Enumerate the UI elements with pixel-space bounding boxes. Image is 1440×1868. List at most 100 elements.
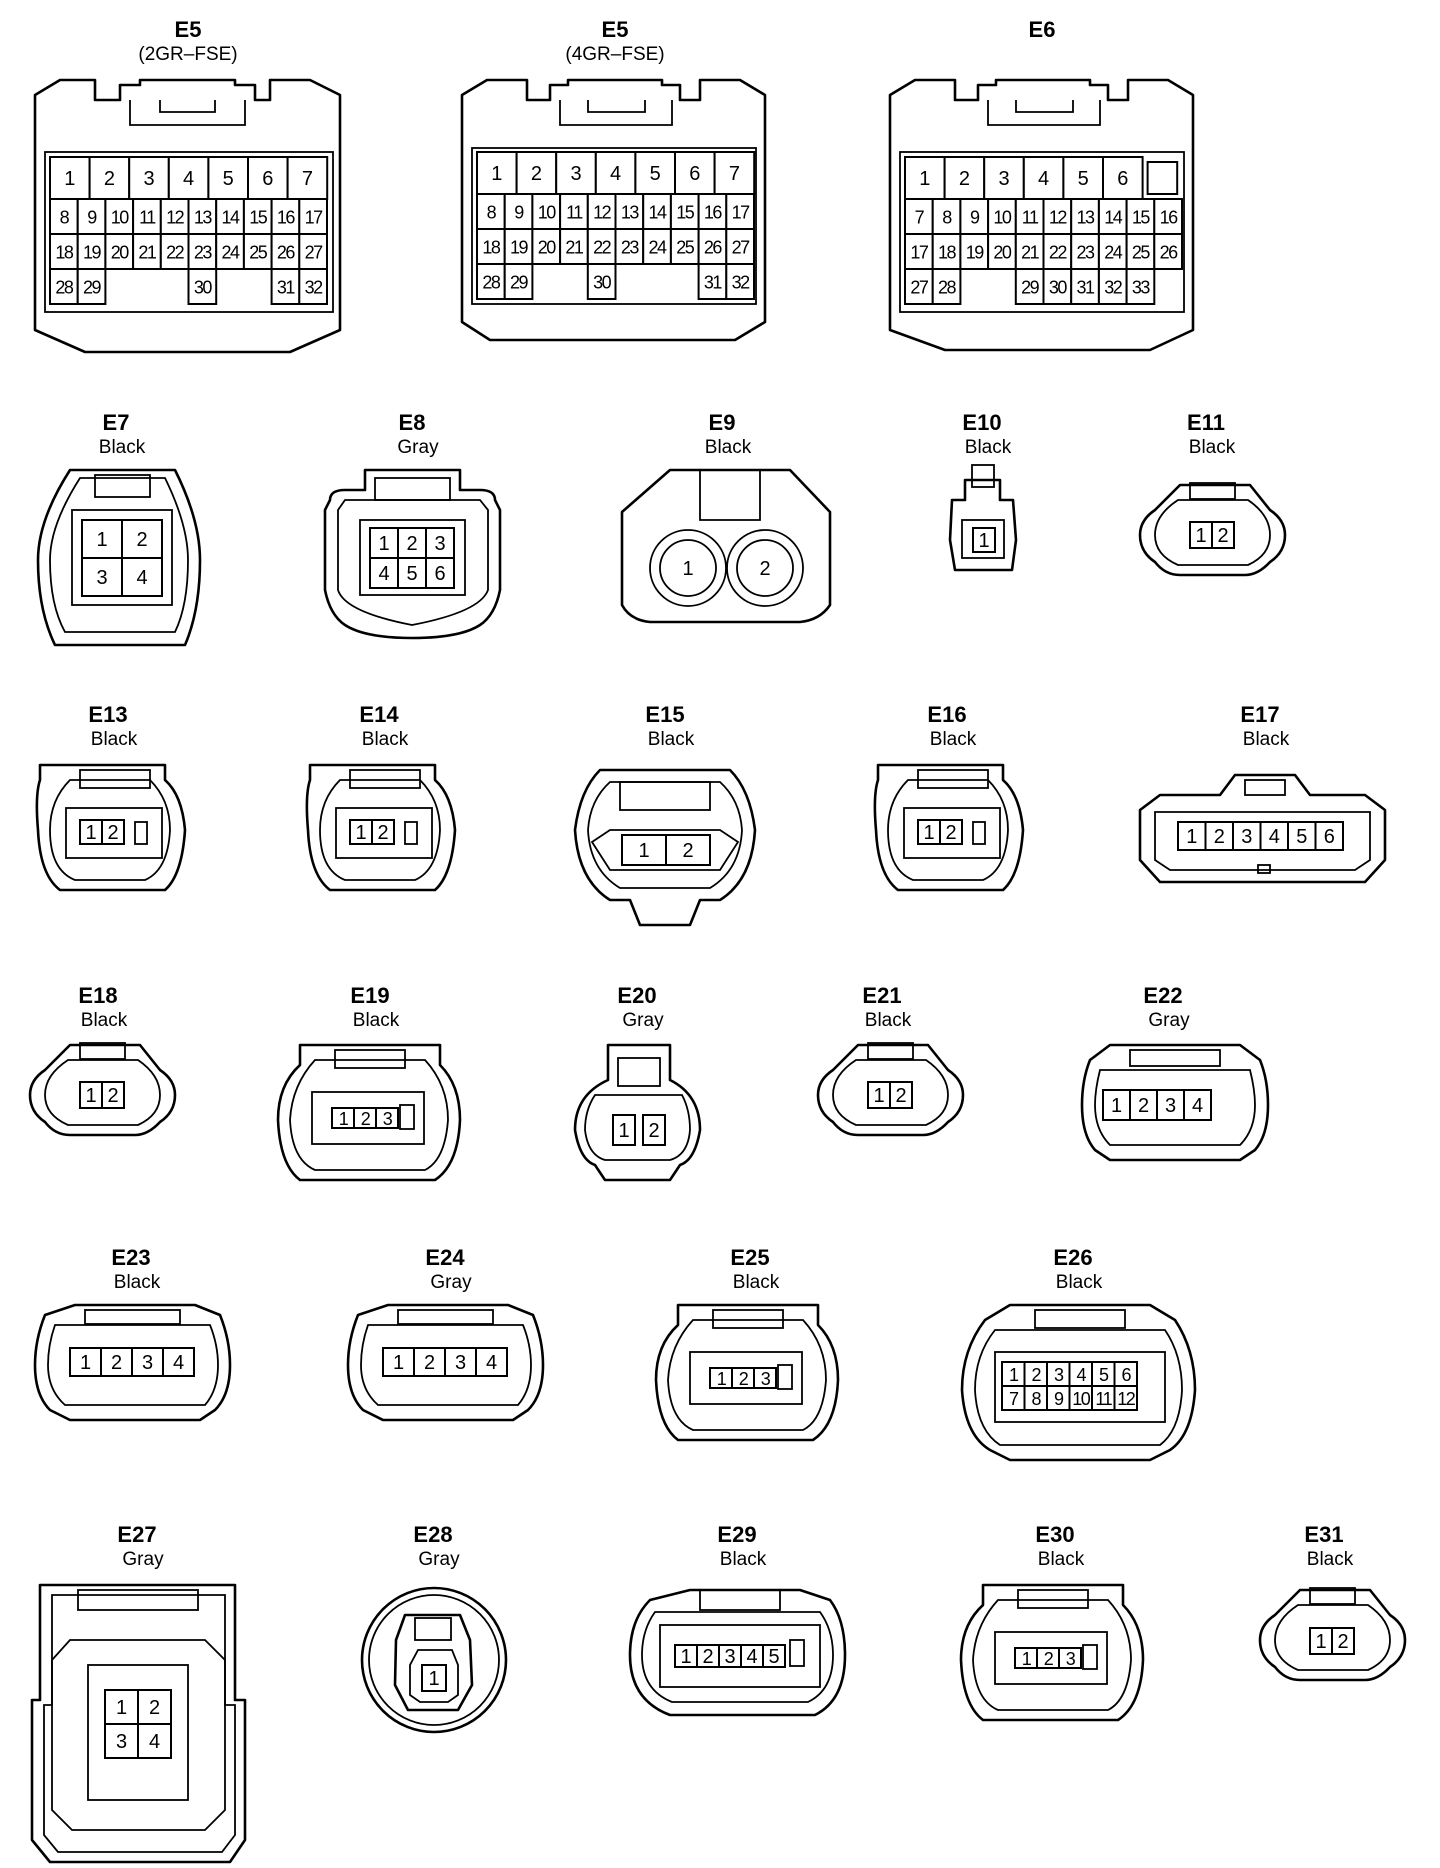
pin-label: 8 (942, 208, 952, 228)
connector-id: E25 (730, 1245, 769, 1270)
pin-label: 1 (355, 822, 366, 844)
pin-cell (713, 151, 756, 195)
pin-label: 2 (406, 533, 417, 555)
pin-cell (371, 819, 395, 845)
connector-subtitle: (4GR–FSE) (565, 44, 664, 65)
pin-label: 2 (1138, 1095, 1149, 1117)
pin-cell (247, 156, 289, 200)
pin-label: 22 (166, 243, 185, 263)
pin-label: 22 (1049, 243, 1068, 263)
connector-id: E24 (425, 1245, 465, 1270)
pin-cell (286, 156, 329, 200)
pin-cell (515, 151, 558, 195)
pin-label: 23 (194, 243, 213, 263)
pin-label: 3 (434, 533, 445, 555)
pin-label: 4 (136, 567, 147, 589)
pin-label: 24 (1104, 243, 1123, 263)
pin-cells: 1 (421, 1664, 447, 1692)
pin-label: 28 (55, 278, 74, 298)
pin-cell (382, 1347, 415, 1377)
pin-label: 28 (938, 278, 957, 298)
pin-label: 14 (222, 208, 241, 228)
connector-subtitle: Black (1243, 729, 1290, 750)
pin-label: 28 (482, 273, 501, 293)
connector-subtitle: Gray (418, 1549, 460, 1570)
pin-label: 1 (339, 1109, 349, 1129)
connector-id: E17 (1240, 702, 1279, 727)
pin-label: 29 (1021, 278, 1040, 298)
pin-label: 1 (64, 168, 75, 190)
connector-id: E26 (1053, 1245, 1092, 1270)
pin-label: 2 (1031, 1365, 1041, 1385)
pin-label: 3 (143, 168, 154, 190)
connector-id: E10 (962, 410, 1001, 435)
pin-socket (726, 529, 804, 607)
connector-subtitle: Black (865, 1010, 912, 1031)
pin-label: 9 (1054, 1389, 1064, 1409)
pin-label: 11 (1022, 208, 1039, 228)
pin-label: 27 (305, 243, 324, 263)
pin-cell (1314, 821, 1344, 851)
pin-label: 1 (378, 533, 389, 555)
connector-id: E21 (862, 983, 901, 1008)
pin-cell (1183, 1089, 1212, 1121)
pin-label: 25 (249, 243, 268, 263)
pin-label: 2 (104, 168, 115, 190)
connector-id: E13 (88, 702, 127, 727)
pin-label: 27 (910, 278, 929, 298)
connector-subtitle: Black (362, 729, 409, 750)
pin-label: 3 (724, 1646, 735, 1668)
pin-cell (1153, 198, 1184, 235)
pin-cell (159, 198, 190, 235)
pin-label: 2 (1217, 525, 1228, 547)
pin-label: 5 (1099, 1365, 1109, 1385)
pin-cell (159, 233, 190, 270)
pin-label: 20 (111, 243, 130, 263)
pin-cell (725, 263, 755, 300)
pin-cell (904, 268, 934, 305)
pin-label: 2 (377, 822, 388, 844)
pin-cell (939, 819, 963, 845)
pin-label: 2 (895, 1085, 906, 1107)
pin-label: 3 (1066, 1649, 1076, 1669)
pin-label: 26 (1160, 243, 1179, 263)
pin-label: 2 (959, 168, 970, 190)
pin-label: 3 (761, 1369, 771, 1389)
pin-label: 3 (1165, 1095, 1176, 1117)
pin-label: 16 (704, 203, 723, 223)
pin-cell (1062, 156, 1105, 200)
connector-id: E18 (78, 983, 117, 1008)
pin-label: 5 (1296, 826, 1307, 848)
pin-cell (375, 1107, 399, 1129)
pin-cell (697, 263, 728, 300)
pin-cell (1058, 1647, 1082, 1669)
pin-label: 5 (650, 163, 661, 185)
pin-cell (76, 268, 107, 305)
pin-label: 3 (1241, 826, 1252, 848)
pin-label: 1 (116, 1697, 127, 1719)
pin-cell (49, 268, 79, 305)
pin-label: 19 (83, 243, 102, 263)
pin-label: 12 (1049, 208, 1068, 228)
pin-label: 4 (1192, 1095, 1203, 1117)
pin-label: 6 (434, 563, 445, 585)
connector-subtitle: Black (733, 1272, 780, 1293)
pin-label: 1 (1186, 826, 1197, 848)
pin-cell (753, 1367, 777, 1389)
